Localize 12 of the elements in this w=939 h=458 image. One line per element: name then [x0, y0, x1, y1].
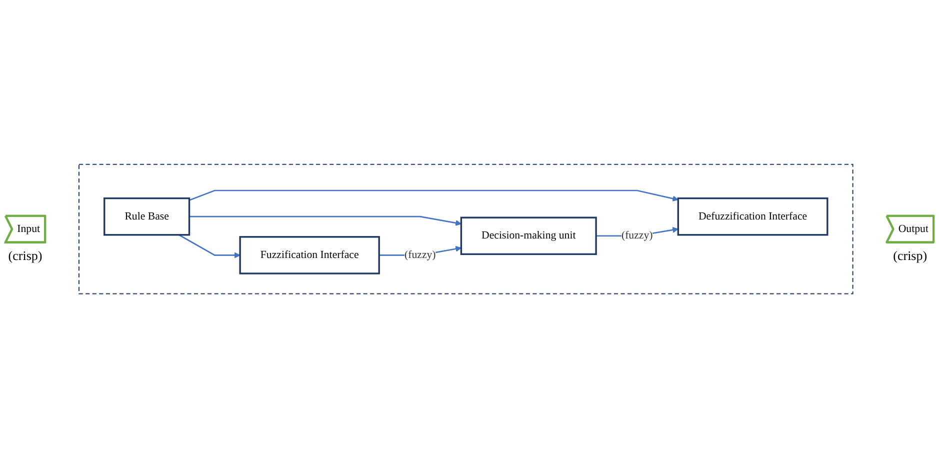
arrow: [178, 234, 240, 258]
node-box: Decision-making unit: [460, 216, 597, 255]
node-box: Fuzzification Interface: [239, 236, 380, 274]
edge-label: (fuzzy): [621, 230, 653, 242]
arrow: [189, 216, 462, 226]
node-caption: (crisp): [8, 248, 42, 264]
cluster: [78, 164, 854, 294]
node-box: Defuzzification Interface: [677, 197, 828, 236]
node-caption: (crisp): [893, 248, 928, 264]
arrow: [189, 190, 678, 202]
edge-label: (fuzzy): [404, 248, 436, 260]
node-box: Rule Base: [104, 197, 190, 236]
